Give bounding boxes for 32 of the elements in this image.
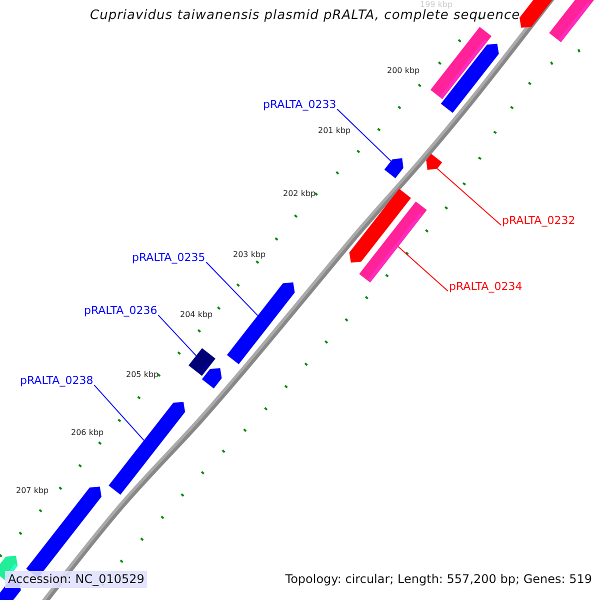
accession-label: Accession: NC_010529 (5, 571, 148, 588)
gene-label: pRALTA_0232 (502, 215, 576, 228)
scale-label: 203 kbp (233, 251, 266, 260)
gene-feature (226, 282, 295, 364)
gene-label: pRALTA_0233 (263, 99, 336, 112)
leader-line (398, 246, 448, 292)
gene-feature (202, 368, 222, 388)
gene-feature (384, 158, 404, 178)
leader-line (436, 168, 502, 226)
gene-label: pRALTA_0236 (84, 305, 158, 318)
gene-label: pRALTA_0235 (132, 252, 206, 264)
gene-label: pRALTA_0238 (20, 375, 94, 388)
gene-feature (359, 201, 427, 283)
gene-feature (520, 0, 555, 28)
scale-label: 202 kbp (283, 190, 316, 199)
gene-feature (426, 154, 442, 170)
leader-line (94, 384, 144, 441)
leader-line (336, 108, 392, 162)
scale-label: 200 kbp (387, 67, 420, 76)
gene-feature (188, 348, 216, 376)
scale-label: 207 kbp (16, 487, 49, 496)
title: Cupriavidus taiwanensis plasmid pRALTA, complete sequence (90, 9, 520, 24)
gene-feature (440, 44, 499, 113)
scale-label: 205 kbp (126, 371, 159, 380)
gene-feature (549, 0, 595, 42)
scale-label: 201 kbp (318, 127, 351, 136)
leader-line (158, 314, 197, 356)
summary-label: Topology: circular; Length: 557,200 bp; Genes: 519 (285, 573, 592, 586)
scale-label: 204 kbp (180, 311, 213, 320)
leader-line (206, 262, 258, 316)
gene-feature (108, 402, 186, 495)
gene-label: pRALTA_0234 (449, 281, 522, 294)
